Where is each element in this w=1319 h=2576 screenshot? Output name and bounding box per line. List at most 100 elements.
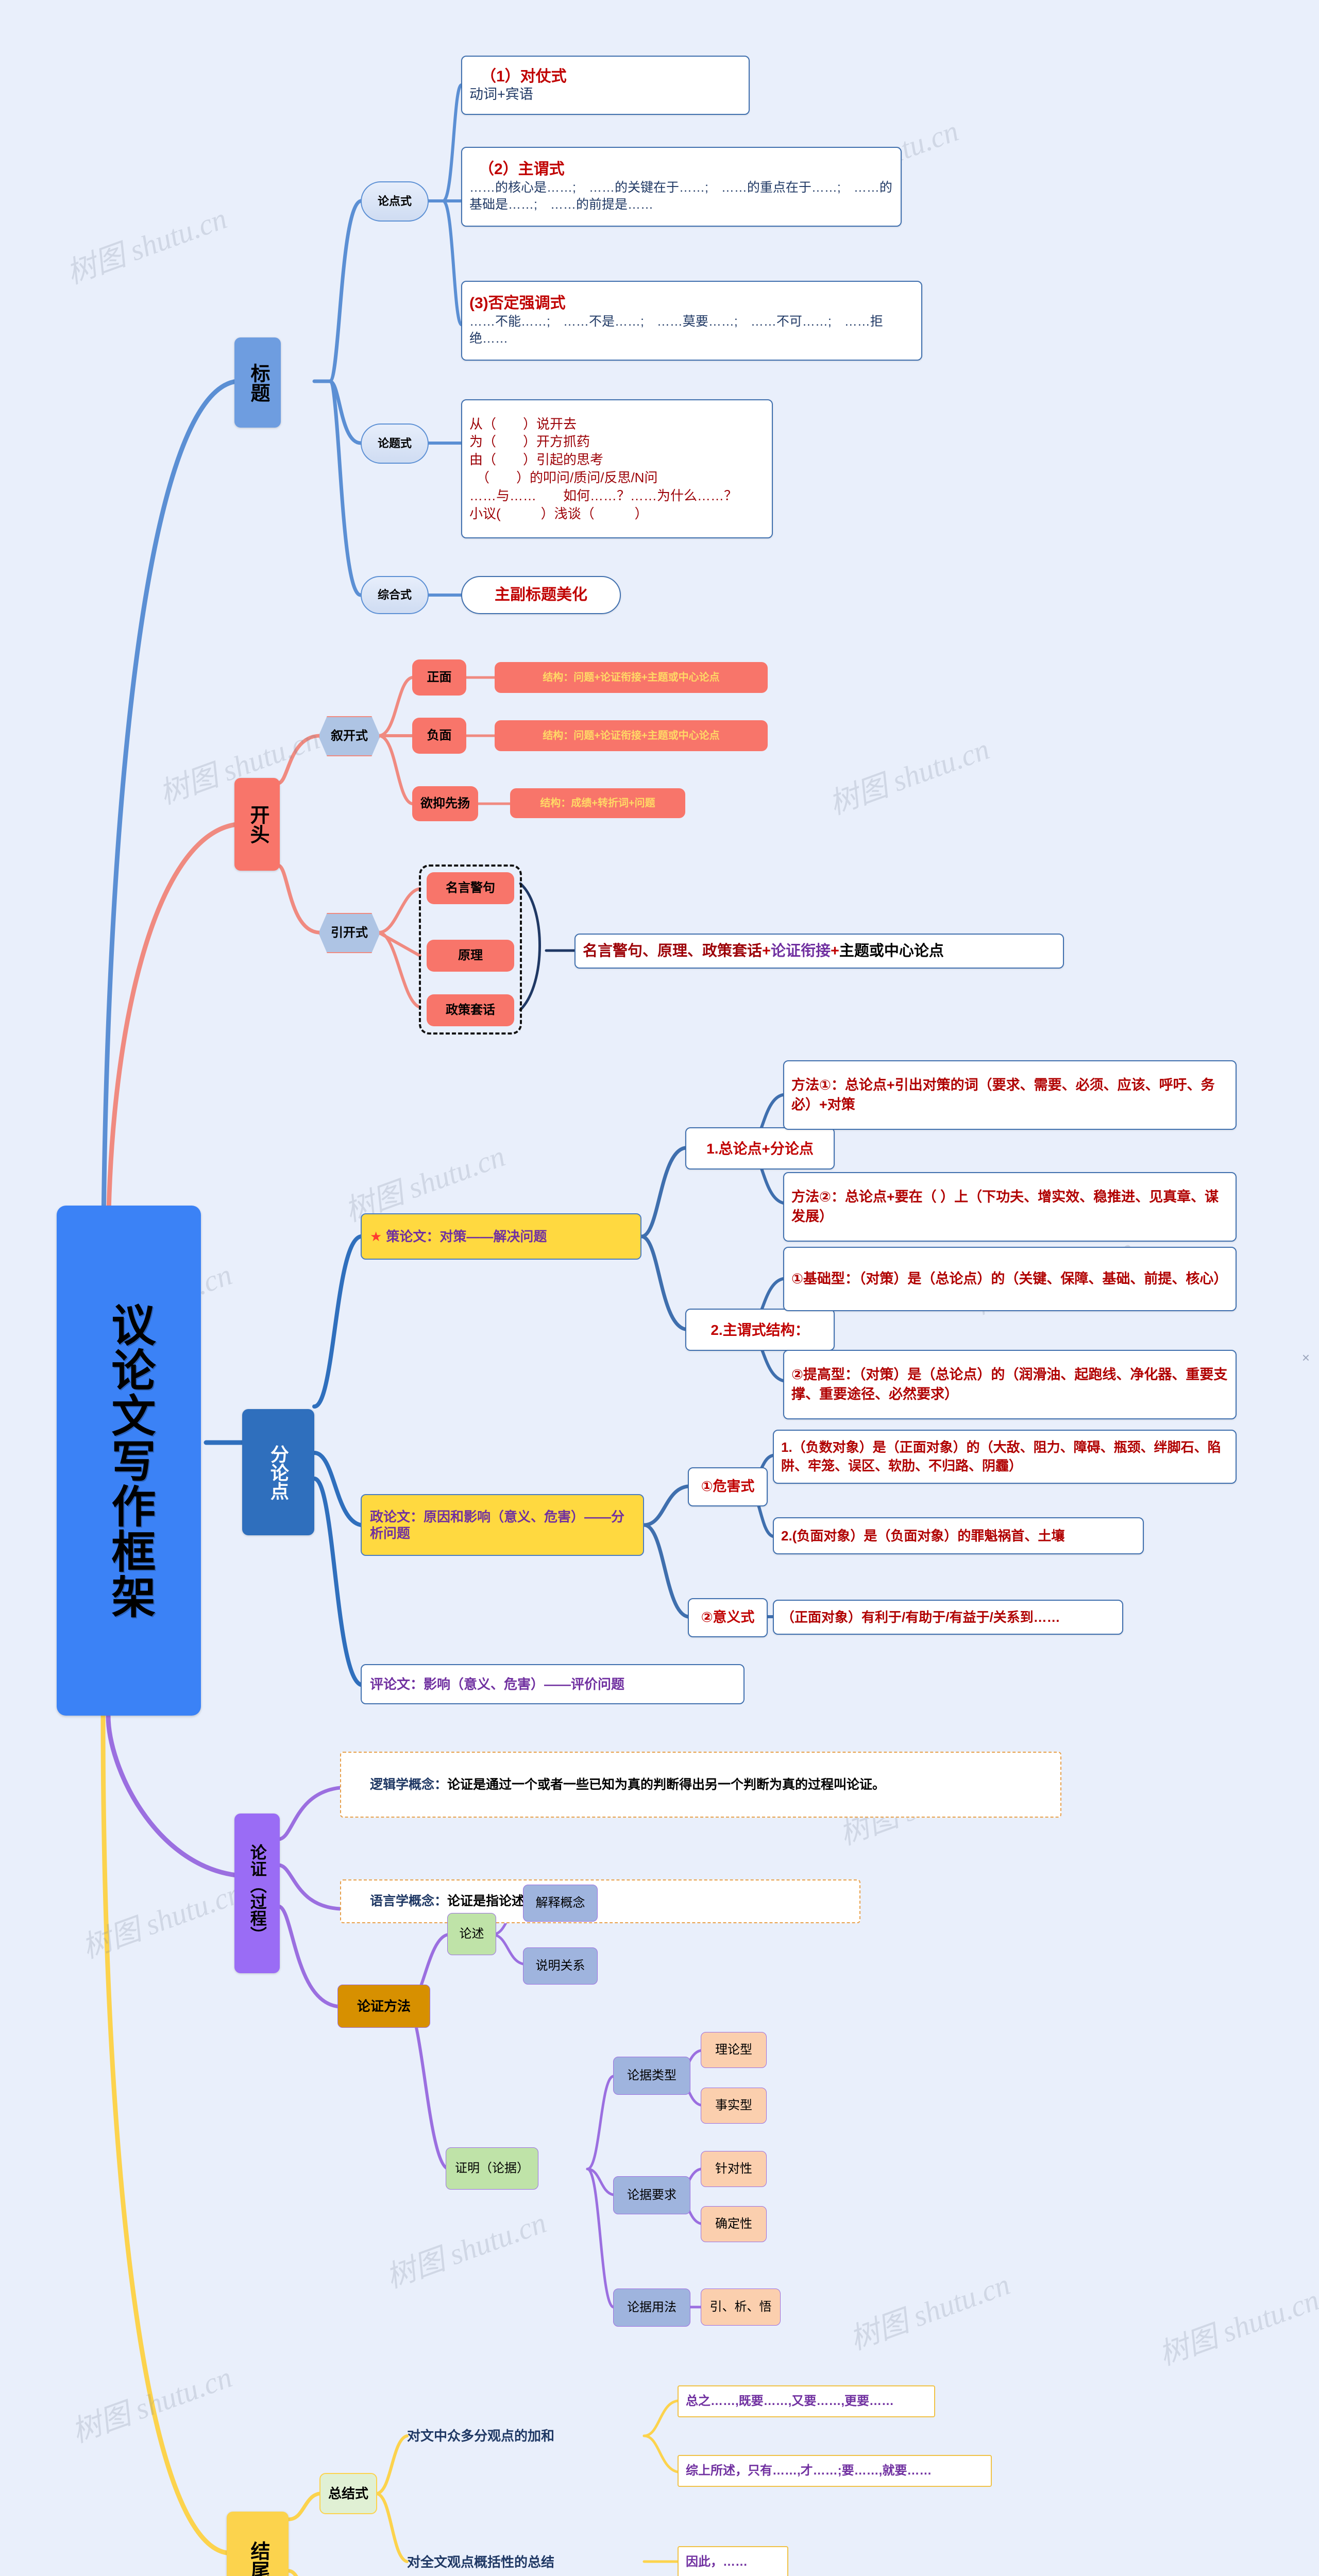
node-xukaishi[interactable]: 叙开式 [318, 716, 380, 756]
node-lunjuleixing-label: 论据类型 [627, 2069, 677, 2082]
node-zonglundian-fenlundian[interactable]: 1.总论点+分论点 [685, 1127, 835, 1170]
node-zhengmian[interactable]: 正面 [412, 659, 466, 696]
node-weihaishi[interactable]: ①危害式 [688, 1467, 768, 1506]
detail-luntishi[interactable]: 从（ ）说开去 为（ ）开方抓药 由（ ）引起的思考 （ ）的叩问/质问/反思/… [461, 399, 773, 538]
concept-logic[interactable]: 逻辑学概念：论证是通过一个或者一些已知为真的判断得出另一个判断为真的过程叫论证。 [340, 1752, 1061, 1818]
scroll-hint: × [1301, 1350, 1310, 1365]
concept-linguistic[interactable]: 语言学概念：论证是指论述并证明 [340, 1879, 860, 1923]
node-zhenduixing[interactable]: 针对性 [701, 2151, 767, 2187]
detail-jichuxing-text: ①基础型：（对策）是（总论点）的（关键、保障、基础、前提、核心） [791, 1270, 1228, 1286]
node-zhengcetaohua[interactable]: 政策套话 [427, 994, 514, 1026]
node-lunjuyaoqiu-label: 论据要求 [627, 2188, 677, 2202]
node-lundianshi[interactable]: 论点式 [361, 181, 429, 222]
node-zonglundian-fenlundian-label: 1.总论点+分论点 [706, 1140, 814, 1157]
detail-fangfa-2[interactable]: 方法②：总论点+要在（ ）上（下功夫、增实效、稳推进、见真章、谋发展） [783, 1172, 1237, 1242]
watermark: 树图 shutu.cn [381, 2205, 551, 2295]
node-zhuweishi-jiegou[interactable]: 2.主谓式结构： [685, 1309, 835, 1351]
structure-fumian[interactable]: 结构：问题+论证衔接+主题或中心论点 [495, 720, 768, 751]
node-lilunxing[interactable]: 理论型 [701, 2032, 767, 2068]
node-mingyanjingju-label: 名言警句 [446, 881, 495, 895]
branch-argument-label: 论证（过程） [248, 1844, 267, 1943]
branch-ending-label: 结尾 [247, 2541, 269, 2576]
node-zhenglunwen[interactable]: 政论文：原因和影响（意义、危害）——分析问题 [361, 1494, 644, 1556]
detail-weihai-1[interactable]: 1.（负数对象）是（正面对象）的（大敌、阻力、障碍、瓶颈、绊脚石、陷阱、牢笼、误… [773, 1430, 1237, 1484]
node-gaikuoxingzongjie[interactable]: 对全文观点概括性的总结 [407, 2548, 644, 2576]
formula-yinkaishi[interactable]: 名言警句、原理、政策套话+论证衔接+主题或中心论点 [574, 934, 1064, 969]
detail-zongzhi-text: 总之……,既要……,又要……,更要…… [686, 2394, 894, 2408]
node-zhuweishi-jiegou-label: 2.主谓式结构： [711, 1321, 809, 1338]
detail-foudingqiangdiaoshi[interactable]: (3)否定强调式 ……不能……; ……不是……; ……莫要……; ……不可……;… [461, 281, 922, 361]
node-jieshigainian[interactable]: 解释概念 [523, 1885, 598, 1922]
watermark: 树图 shutu.cn [845, 2267, 1014, 2357]
branch-points[interactable]: 分论点 [242, 1409, 314, 1535]
node-zongjieshi[interactable]: 总结式 [319, 2473, 377, 2514]
luntishi-line-6: 小议( ）浅谈（ ） [469, 505, 648, 521]
node-zhengming[interactable]: 证明（论据） [446, 2147, 538, 2190]
star-icon: ★ [370, 1228, 382, 1244]
root-node[interactable]: 议论文写作框架 [57, 1206, 201, 1716]
detail-fangfa-2-text: 方法②：总论点+要在（ ）上（下功夫、增实效、稳推进、见真章、谋发展） [791, 1189, 1219, 1224]
node-quedingxing-label: 确定性 [715, 2217, 752, 2231]
node-zongheshi-label: 综合式 [377, 588, 412, 602]
node-pinglunwen[interactable]: 评论文：影响（意义、危害）——评价问题 [361, 1664, 745, 1704]
detail-yiyi-1[interactable]: （正面对象）有利于/有助于/有益于/关系到…… [773, 1600, 1123, 1635]
concept-logic-term: 逻辑学概念： [370, 1777, 448, 1792]
detail-zongshangsuoshu-text: 综上所述，只有……,才……;要……,就要…… [686, 2464, 932, 2478]
detail-weihai-2[interactable]: 2.(负面对象）是（负面对象）的罪魁祸首、土壤 [773, 1517, 1144, 1554]
luntishi-line-5: ……与…… 如何……？……为什么……？ [469, 487, 738, 503]
branch-argument[interactable]: 论证（过程） [234, 1814, 280, 1973]
node-yiyishi[interactable]: ②意义式 [688, 1598, 768, 1637]
concept-linguistic-term: 语言学概念： [370, 1893, 448, 1908]
node-jiahe[interactable]: 对文中众多分观点的加和 [407, 2421, 644, 2450]
node-fumian-label: 负面 [427, 728, 452, 742]
node-zhengmian-label: 正面 [427, 670, 452, 684]
detail-fangfa-1[interactable]: 方法①：总论点+引出对策的词（要求、需要、必须、应该、呼吁、务必）+对策 [783, 1060, 1237, 1130]
detail-zongheshi[interactable]: 主副标题美化 [461, 576, 621, 614]
node-shuomingguanxi[interactable]: 说明关系 [523, 1947, 598, 1985]
branch-title[interactable]: 标题 [234, 337, 281, 428]
node-lunzhengfangfa[interactable]: 论证方法 [337, 1985, 430, 2028]
structure-zhengmian[interactable]: 结构：问题+论证衔接+主题或中心论点 [495, 662, 768, 693]
node-lilunxing-label: 理论型 [715, 2043, 752, 2057]
node-zhengming-label: 证明（论据） [455, 2161, 529, 2175]
detail-zongshangsuoshu[interactable]: 综上所述，只有……,才……;要……,就要…… [678, 2455, 992, 2487]
detail-zhuweishi-body: ……的核心是……; ……的关键在于……; ……的重点在于……; ……的基础是……… [469, 180, 892, 212]
node-yinxiwu[interactable]: 引、析、悟 [701, 2289, 781, 2326]
node-luntishi[interactable]: 论题式 [361, 423, 429, 464]
node-lunjuleixing[interactable]: 论据类型 [613, 2057, 690, 2095]
detail-tigaoxing[interactable]: ②提高型：（对策）是（总论点）的（润滑油、起跑线、净化器、重要支撑、重要途径、必… [783, 1350, 1237, 1419]
structure-fumian-label: 结构：问题+论证衔接+主题或中心论点 [543, 730, 720, 741]
structure-yuyixianyang[interactable]: 结构：成绩+转折词+问题 [510, 788, 685, 818]
detail-jichuxing[interactable]: ①基础型：（对策）是（总论点）的（关键、保障、基础、前提、核心） [783, 1247, 1237, 1311]
node-shishixing[interactable]: 事实型 [701, 2088, 767, 2124]
detail-yinci[interactable]: 因此，…… [678, 2546, 788, 2576]
detail-zhuweishi[interactable]: （2）主谓式 ……的核心是……; ……的关键在于……; ……的重点在于……; …… [461, 147, 902, 227]
watermark: 树图 shutu.cn [62, 201, 231, 291]
branch-start[interactable]: 开头 [234, 778, 280, 871]
node-quedingxing[interactable]: 确定性 [701, 2206, 767, 2242]
node-yuyixianyang[interactable]: 欲抑先扬 [412, 786, 478, 821]
branch-ending[interactable]: 结尾 [227, 2512, 289, 2576]
detail-zongzhi[interactable]: 总之……,既要……,又要……,更要…… [678, 2385, 935, 2417]
node-mingyanjingju[interactable]: 名言警句 [427, 872, 514, 904]
node-shuomingguanxi-label: 说明关系 [535, 1959, 585, 1973]
node-fumian[interactable]: 负面 [412, 718, 466, 754]
detail-yinci-text: 因此，…… [686, 2555, 748, 2569]
luntishi-line-1: 从（ ）说开去 [469, 416, 577, 432]
detail-tigaoxing-text: ②提高型：（对策）是（总论点）的（润滑油、起跑线、净化器、重要支撑、重要途径、必… [791, 1366, 1228, 1402]
node-lunshu[interactable]: 论述 [447, 1913, 496, 1955]
node-yiyishi-label: ②意义式 [701, 1609, 755, 1625]
branch-title-label: 标题 [247, 363, 269, 402]
node-lunjuyongfa[interactable]: 论据用法 [613, 2289, 690, 2327]
detail-duizhangshi[interactable]: （1）对仗式 动词+宾语 [461, 56, 750, 115]
node-xukaishi-label: 叙开式 [331, 729, 368, 743]
node-yinkaishi[interactable]: 引开式 [318, 913, 380, 953]
node-lunjuyaoqiu[interactable]: 论据要求 [613, 2176, 690, 2214]
node-zongheshi[interactable]: 综合式 [361, 576, 429, 614]
watermark: 树图 shutu.cn [67, 2360, 236, 2449]
structure-zhengmian-label: 结构：问题+论证衔接+主题或中心论点 [543, 671, 720, 683]
node-celunwen[interactable]: ★策论文：对策——解决问题 [361, 1213, 641, 1260]
node-yuanli[interactable]: 原理 [427, 940, 514, 972]
watermark: 树图 shutu.cn [1154, 2282, 1319, 2372]
